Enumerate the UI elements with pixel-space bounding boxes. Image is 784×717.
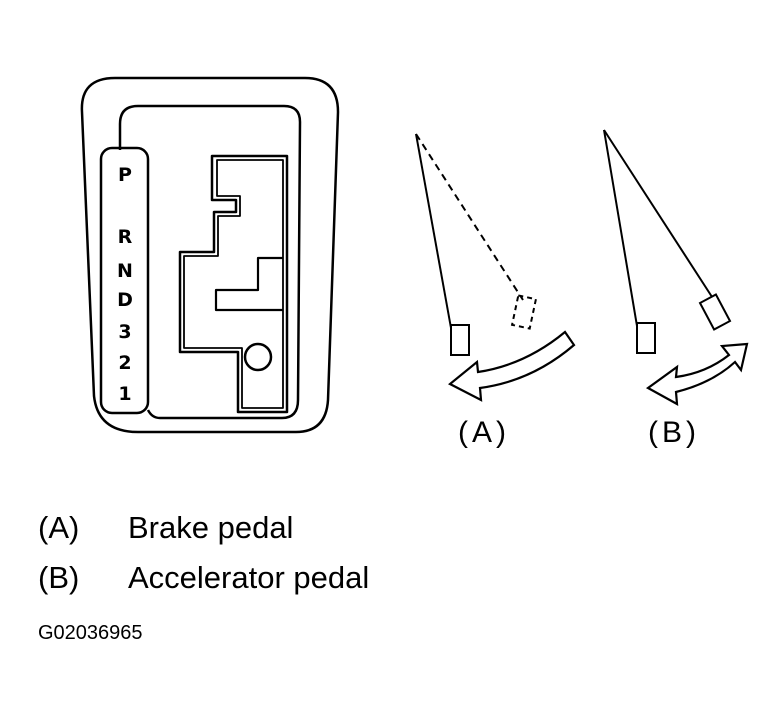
legend-item-accelerator: (B) Accelerator pedal (38, 560, 369, 596)
gear-2: 2 (118, 352, 131, 374)
gear-p: P (118, 164, 132, 186)
accelerator-pedal-arm-pressed (603, 129, 715, 301)
gear-1: 1 (118, 383, 131, 405)
legend-item-brake: (A) Brake pedal (38, 510, 293, 546)
legend-key-b: (B) (38, 560, 80, 595)
brake-pedal-pad (450, 324, 470, 356)
legend-label-accelerator-pedal: Accelerator pedal (128, 560, 370, 595)
legend-key-a: (A) (38, 510, 80, 545)
pedal-b-accelerator (603, 129, 749, 406)
shifter-inner-channel (118, 104, 302, 420)
gear-positions: P R N D 3 2 1 (117, 164, 133, 405)
accelerator-direction-arrow (645, 342, 749, 406)
accelerator-pedal-pad-pressed (698, 293, 732, 331)
shift-lever-assembly (80, 76, 340, 434)
pedal-a-brake (415, 133, 576, 402)
shift-gate-outer (178, 154, 289, 414)
shift-gate-notch (214, 256, 283, 312)
legend-label-brake-pedal: Brake pedal (128, 510, 294, 545)
accelerator-pedal-arm (603, 129, 638, 327)
gear-r: R (118, 226, 133, 248)
shift-lever-knob (243, 342, 273, 372)
gear-n: N (117, 260, 133, 282)
brake-pedal-arm (415, 133, 452, 329)
brake-pedal-pad-pressed (510, 294, 538, 330)
brake-direction-arrow (448, 330, 576, 402)
gear-d: D (117, 289, 133, 311)
pedal-b-caption: (B) (648, 416, 700, 449)
position-indicator-strip (99, 146, 150, 415)
gear-3: 3 (118, 321, 131, 343)
brake-pedal-arm-pressed (415, 133, 524, 301)
shifter-outer-frame (80, 76, 340, 434)
figure-code: G02036965 (38, 622, 143, 644)
pedal-a-caption: (A) (458, 416, 510, 449)
shift-gate-inner (183, 159, 284, 409)
accelerator-pedal-pad (636, 322, 656, 354)
